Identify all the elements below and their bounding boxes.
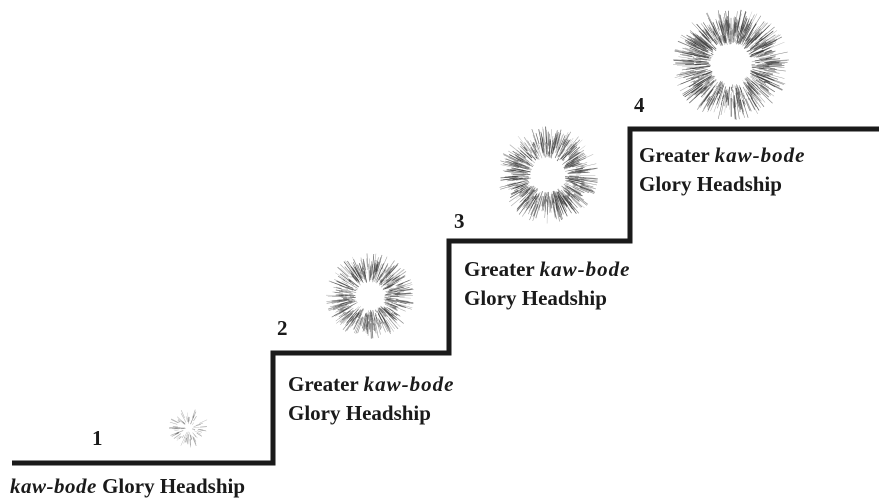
step-4-label: Greater kaw-bode Glory Headship bbox=[639, 141, 805, 199]
burst-rays bbox=[326, 253, 414, 339]
step-4-label-line2: Glory Headship bbox=[639, 172, 782, 196]
burst-rays bbox=[672, 9, 789, 121]
step-3-burst bbox=[499, 126, 598, 224]
step-2-label-line2: Glory Headship bbox=[288, 401, 431, 425]
burst-rays bbox=[499, 126, 598, 224]
step-1-label-text: Glory Headship bbox=[96, 474, 246, 498]
step-1-burst bbox=[168, 409, 208, 448]
step-1-number: 1 bbox=[92, 426, 103, 450]
step-4-label-italic: kaw-bode bbox=[714, 143, 806, 167]
step-2-label: Greater kaw-bode Glory Headship bbox=[288, 370, 454, 428]
step-4-label-line1: Greater kaw-bode bbox=[639, 143, 806, 167]
step-4-burst bbox=[672, 9, 789, 121]
step-3-number: 3 bbox=[454, 209, 465, 233]
step-2-label-line1: Greater kaw-bode bbox=[288, 372, 455, 396]
step-4-number: 4 bbox=[634, 93, 645, 117]
step-2-burst bbox=[326, 253, 414, 339]
step-3-label-italic: kaw-bode bbox=[539, 257, 631, 281]
step-2-label-italic: kaw-bode bbox=[363, 372, 455, 396]
step-3-label-line2: Glory Headship bbox=[464, 286, 607, 310]
step-3-label: Greater kaw-bode Glory Headship bbox=[464, 255, 630, 313]
step-3-label-line1: Greater kaw-bode bbox=[464, 257, 631, 281]
step-1-label-italic: kaw-bode bbox=[10, 474, 97, 498]
step-2-number: 2 bbox=[277, 316, 288, 340]
step-1-label: kaw-bode Glory Headship bbox=[10, 476, 245, 497]
burst-rays bbox=[168, 409, 208, 448]
